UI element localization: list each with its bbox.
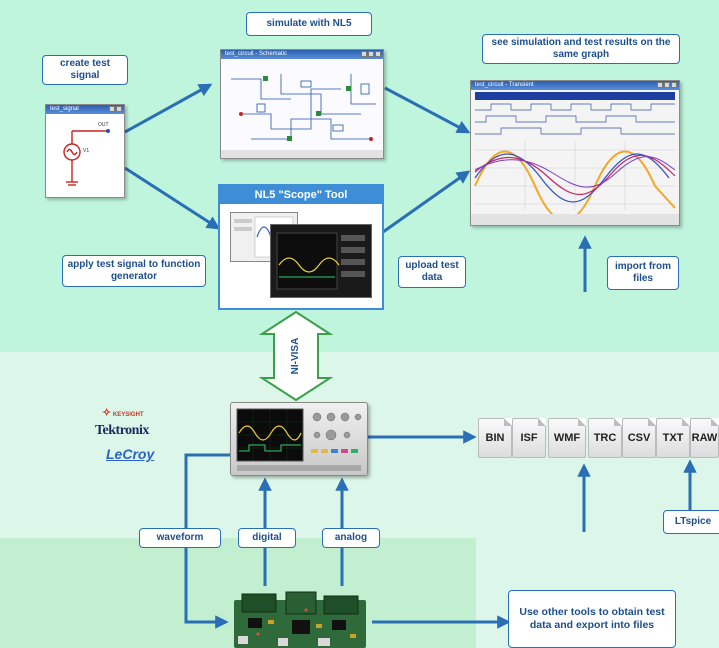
tektronix-logo: Tektronix [95, 423, 149, 438]
import-label: import from files [607, 256, 679, 290]
keysight-mark-icon: ✧ [102, 407, 112, 419]
digital-label: digital [238, 528, 296, 548]
file-icon-bin: BIN [478, 418, 512, 458]
scope-tool-title: NL5 "Scope" Tool [220, 186, 382, 204]
simulate-label: simulate with NL5 [246, 12, 372, 36]
file-icon-raw: RAW [690, 418, 719, 458]
circuit-schematic [221, 59, 383, 158]
nivisa-double-arrow [258, 310, 334, 402]
test-signal-window: test_signal OUT V1 [45, 104, 125, 198]
file-icon-wmf: WMF [548, 418, 586, 458]
schematic-window: test_circuit - Schematic [220, 49, 384, 159]
apply-signal-label: apply test signal to function generator [62, 255, 206, 287]
create-test-signal-label: create test signal [42, 55, 128, 85]
file-icon-csv: CSV [622, 418, 656, 458]
scope-tool-window-front [270, 224, 372, 298]
oscilloscope [230, 402, 368, 476]
keysight-logo: ✧ KEYSIGHT [102, 407, 144, 419]
results-graph [471, 90, 679, 225]
nivisa-label: NI-VISA [290, 337, 301, 375]
scope-tool-panel: NL5 "Scope" Tool [218, 184, 384, 310]
svg-text:OUT: OUT [98, 122, 109, 128]
file-icon-txt: TXT [656, 418, 690, 458]
analog-label: analog [322, 528, 380, 548]
circuit-board [228, 590, 370, 648]
see-results-label: see simulation and test results on the s… [482, 34, 680, 64]
upload-label: upload test data [398, 256, 466, 288]
results-window: test_circuit - Transient [470, 80, 680, 226]
waveform-label: waveform [139, 528, 221, 548]
file-icon-isf: ISF [512, 418, 546, 458]
svg-text:V1: V1 [83, 148, 89, 154]
lecroy-logo: LeCroy [106, 446, 155, 462]
other-tools-label: Use other tools to obtain test data and … [508, 590, 676, 648]
ltspice-label: LTspice [663, 510, 719, 534]
file-icon-trc: TRC [588, 418, 622, 458]
signal-source-schematic: OUT V1 [63, 122, 110, 186]
